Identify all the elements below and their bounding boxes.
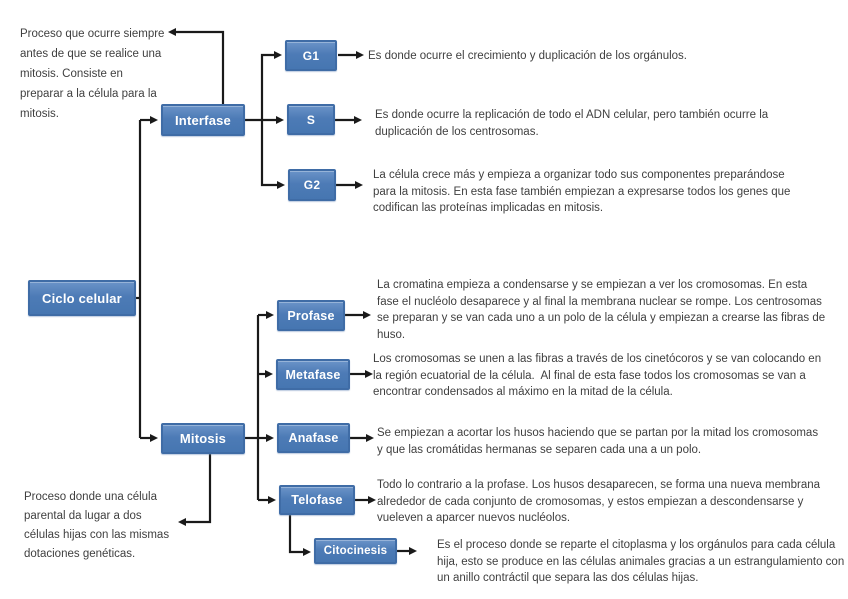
connector-mitosis-note xyxy=(178,454,212,526)
node-mitosis: Mitosis xyxy=(161,423,245,454)
node-anafase: Anafase xyxy=(277,423,350,453)
connector-to-citocinesis xyxy=(288,515,311,556)
node-ciclo-celular: Ciclo celular xyxy=(28,280,136,316)
s-description: Es donde ocurre la replicación de todo e… xyxy=(375,109,769,138)
profase-description: La cromatina empieza a condensarse y se … xyxy=(377,279,826,341)
node-interfase: Interfase xyxy=(161,104,245,136)
telofase-description: Todo lo contrario a la profase. Los huso… xyxy=(377,479,821,524)
interfase-note-text: Proceso que ocurre siempre antes de que … xyxy=(20,28,165,120)
node-citocinesis: Citocinesis xyxy=(314,538,397,564)
g2-description: La célula crece más y empieza a organiza… xyxy=(373,169,791,214)
citocinesis-description: Es el proceso donde se reparte el citopl… xyxy=(437,539,845,584)
mitosis-note-text: Proceso donde una célula parental da lug… xyxy=(24,491,170,560)
connector-to-g2 xyxy=(260,120,285,189)
node-g1: G1 xyxy=(285,40,337,71)
node-s: S xyxy=(287,104,335,135)
anafase-description: Se empiezan a acortar los husos haciendo… xyxy=(377,427,819,456)
metafase-description: Los cromosomas se unen a las fibras a tr… xyxy=(373,353,822,398)
node-telofase: Telofase xyxy=(279,485,355,515)
node-metafase: Metafase xyxy=(276,359,350,390)
node-g2: G2 xyxy=(288,169,336,201)
connector-to-g1 xyxy=(260,51,282,120)
g1-description: Es donde ocurre el crecimiento y duplica… xyxy=(368,50,687,62)
node-profase: Profase xyxy=(277,300,345,331)
connector-interfase-note xyxy=(168,28,225,104)
